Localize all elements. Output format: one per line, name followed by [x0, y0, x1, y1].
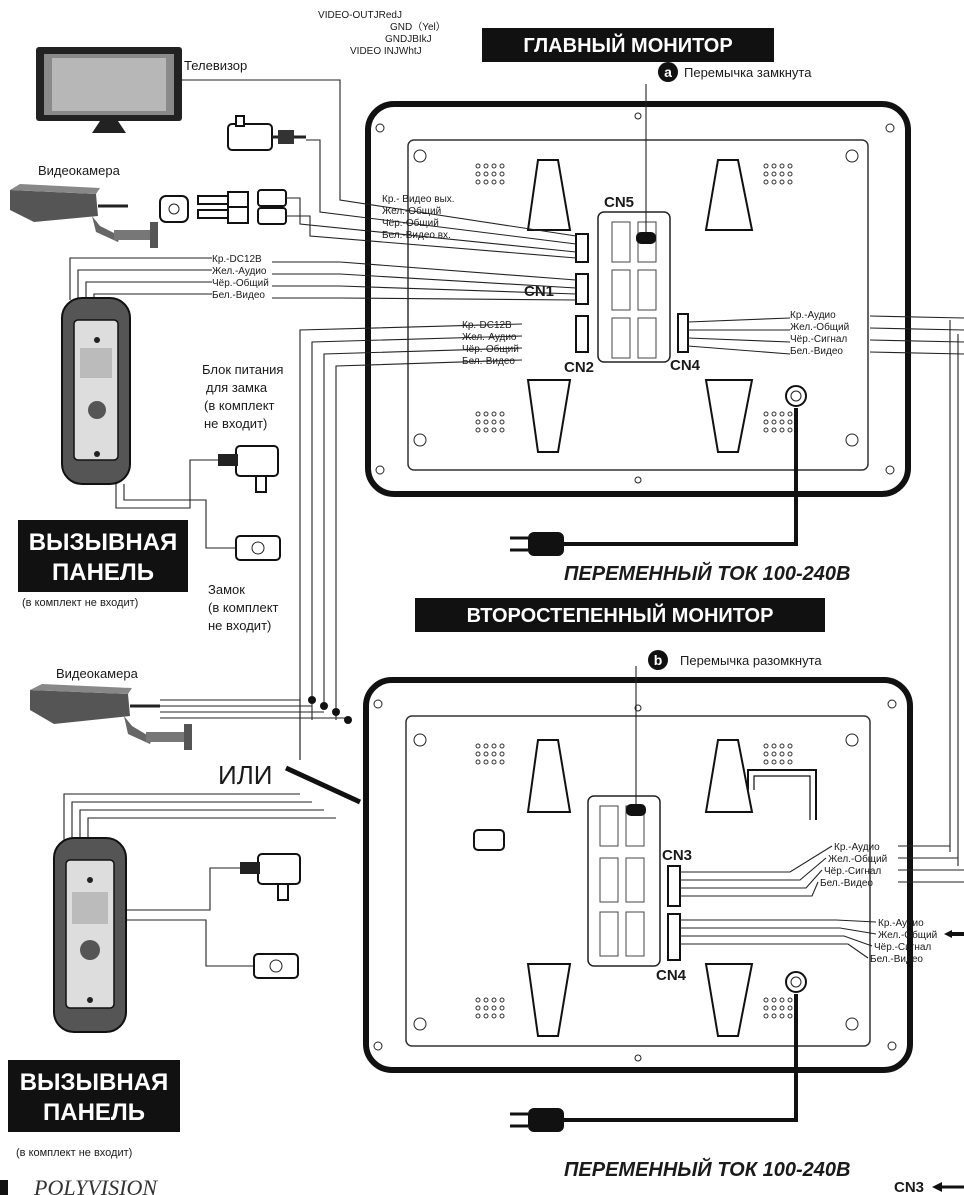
main-monitor-wires — [69, 79, 964, 866]
jumper-b-label: Перемычка разомкнута — [680, 653, 822, 668]
call-panel-bottom-icon — [53, 837, 127, 1033]
wire-label: Жел.-Общий — [828, 853, 887, 865]
or-label: ИЛИ — [218, 760, 272, 790]
lock-power-line-1: Блок питания — [202, 362, 283, 377]
signal-video-in: VIDEO INJWhtJ — [350, 46, 422, 57]
wire-label: Жел.-Аудио — [212, 266, 267, 277]
secondary-monitor-title: ВТОРОСТЕПЕННЫЙ МОНИТОР — [467, 603, 774, 627]
jumper-a-marker-icon — [658, 62, 678, 82]
secondary-cn4-wire-labels: Кр.-Аудио Жел.-Общий Чёр.-Сигнал Бел.-Ви… — [870, 918, 937, 965]
bottom-camera-wires — [160, 696, 352, 760]
secondary-power-label: ПЕРЕМЕННЫЙ ТОК 100-240В — [564, 1157, 850, 1181]
lock-line-3: не входит) — [208, 618, 271, 633]
wire-label: Кр.- Видео вых. — [382, 194, 455, 205]
signal-gnd-yellow: GND（Yel） — [390, 21, 446, 33]
main-cn2-label: CN2 — [564, 359, 594, 376]
wire-label: Кр.-Аудио — [790, 310, 836, 321]
page-edge-mark — [0, 1180, 8, 1195]
bottom-panel-wires — [63, 793, 336, 967]
wire-label: Кр.-DC12В — [212, 254, 262, 265]
secondary-cn4-label: CN4 — [656, 967, 687, 984]
wire-label: Жел.-Аудио — [462, 332, 517, 343]
wire-label: Кр.-DC12В — [462, 320, 512, 331]
power-plug-main-icon — [510, 532, 564, 556]
main-power-label: ПЕРЕМЕННЫЙ ТОК 100-240В — [564, 561, 850, 585]
call-panel-top-icon — [61, 297, 131, 485]
lock-power-supply-icon — [218, 445, 279, 493]
secondary-monitor — [363, 677, 913, 1073]
secondary-cn3-label: CN3 — [662, 847, 692, 864]
camera-bottom-icon — [30, 684, 192, 750]
main-cn5-label: CN5 — [604, 194, 634, 211]
lock-line-1: Замок — [208, 582, 245, 597]
wire-label: Жел.-Общий — [878, 929, 937, 941]
lock-power-line-2: для замка — [206, 380, 268, 395]
signal-video-out: VIDEO-OUTJRedJ — [318, 10, 402, 21]
power-plug-secondary-icon — [510, 1108, 564, 1132]
call-panel-top-badge: ВЫЗЫВНАЯ ПАНЕЛЬ — [18, 520, 188, 592]
polyvision-logo: POLYVISION — [33, 1175, 158, 1195]
wire-label: Бел.-Видео — [870, 954, 923, 965]
video-signal-legend: VIDEO-OUTJRedJ GND（Yel） GNDJBIkJ VIDEO I… — [318, 10, 446, 57]
secondary-cn3-wire-labels: Кр.-Аудио Жел.-Общий Чёр.-Сигнал Бел.-Ви… — [820, 842, 887, 889]
jumper-b-letter: b — [654, 652, 663, 668]
wire-label: Бел.-Видео — [790, 346, 843, 357]
wire-label: Чёр.-Общий — [212, 277, 269, 289]
wire-label: Чёр.-Сигнал — [874, 942, 931, 953]
wire-label: Бел.-Видео — [820, 878, 873, 889]
secondary-monitor-banner: ВТОРОСТЕПЕННЫЙ МОНИТОР — [415, 598, 825, 632]
main-monitor-banner: ГЛАВНЫЙ МОНИТОР — [482, 28, 774, 62]
wire-label: Бел.-Видео — [212, 290, 265, 301]
main-cn4-wire-labels: Кр.-Аудио Жел.-Общий Чёр.-Сигнал Бел.-Ви… — [790, 310, 849, 357]
main-cn1-wire-labels: Кр.-DC12В Жел.-Аудио Чёр.-Общий Бел.-Вид… — [212, 254, 269, 301]
footer-cn3-ref: CN3 — [894, 1179, 924, 1195]
call-panel-bottom-badge: ВЫЗЫВНАЯ ПАНЕЛЬ — [8, 1060, 180, 1132]
camera-top-label: Видеокамера — [38, 163, 121, 178]
wire-label: Чёр.-Сигнал — [790, 334, 847, 345]
jumper-a-letter: a — [664, 64, 672, 80]
wire-label: Чёр.-Сигнал — [824, 866, 881, 877]
lock-line-2: (в комплект — [208, 600, 279, 615]
lock-icon — [235, 535, 281, 561]
camera-bottom-label: Видеокамера — [56, 666, 139, 681]
tv-label: Телевизор — [184, 58, 247, 73]
video-adapter-icon — [159, 189, 287, 225]
wire-label: Жел.-Общий — [790, 321, 849, 333]
main-monitor-title: ГЛАВНЫЙ МОНИТОР — [523, 33, 732, 57]
lock-power-supply-bottom-icon — [240, 853, 301, 901]
arrow-left-icon — [932, 1182, 942, 1192]
call-panel-bottom-note: (в комплект не входит) — [16, 1147, 132, 1159]
tv-icon — [36, 47, 182, 133]
jumper-b-marker-icon — [648, 650, 668, 670]
signal-gnd-black: GNDJBIkJ — [385, 34, 432, 45]
call-panel-top-title-2: ПАНЕЛЬ — [52, 559, 154, 586]
camera-power-adapter-icon — [227, 115, 306, 151]
main-cn1-label: CN1 — [524, 283, 554, 300]
lock-bottom-icon — [253, 953, 299, 979]
call-panel-top-note: (в комплект не входит) — [22, 597, 138, 609]
camera-top-icon — [10, 184, 158, 248]
lock-power-line-4: не входит) — [204, 416, 267, 431]
wire-label: Кр.-Аудио — [834, 842, 880, 853]
wire-label: Кр.-Аудио — [878, 918, 924, 929]
secondary-monitor-wires — [680, 845, 964, 959]
call-panel-bottom-title-2: ПАНЕЛЬ — [43, 1099, 145, 1126]
call-panel-top-title-1: ВЫЗЫВНАЯ — [29, 529, 178, 556]
call-panel-bottom-title-1: ВЫЗЫВНАЯ — [20, 1069, 169, 1096]
main-monitor — [365, 101, 911, 497]
jumper-a-label: Перемычка замкнута — [684, 65, 812, 80]
main-cn4-label: CN4 — [670, 357, 701, 374]
lock-power-line-3: (в комплект — [204, 398, 275, 413]
